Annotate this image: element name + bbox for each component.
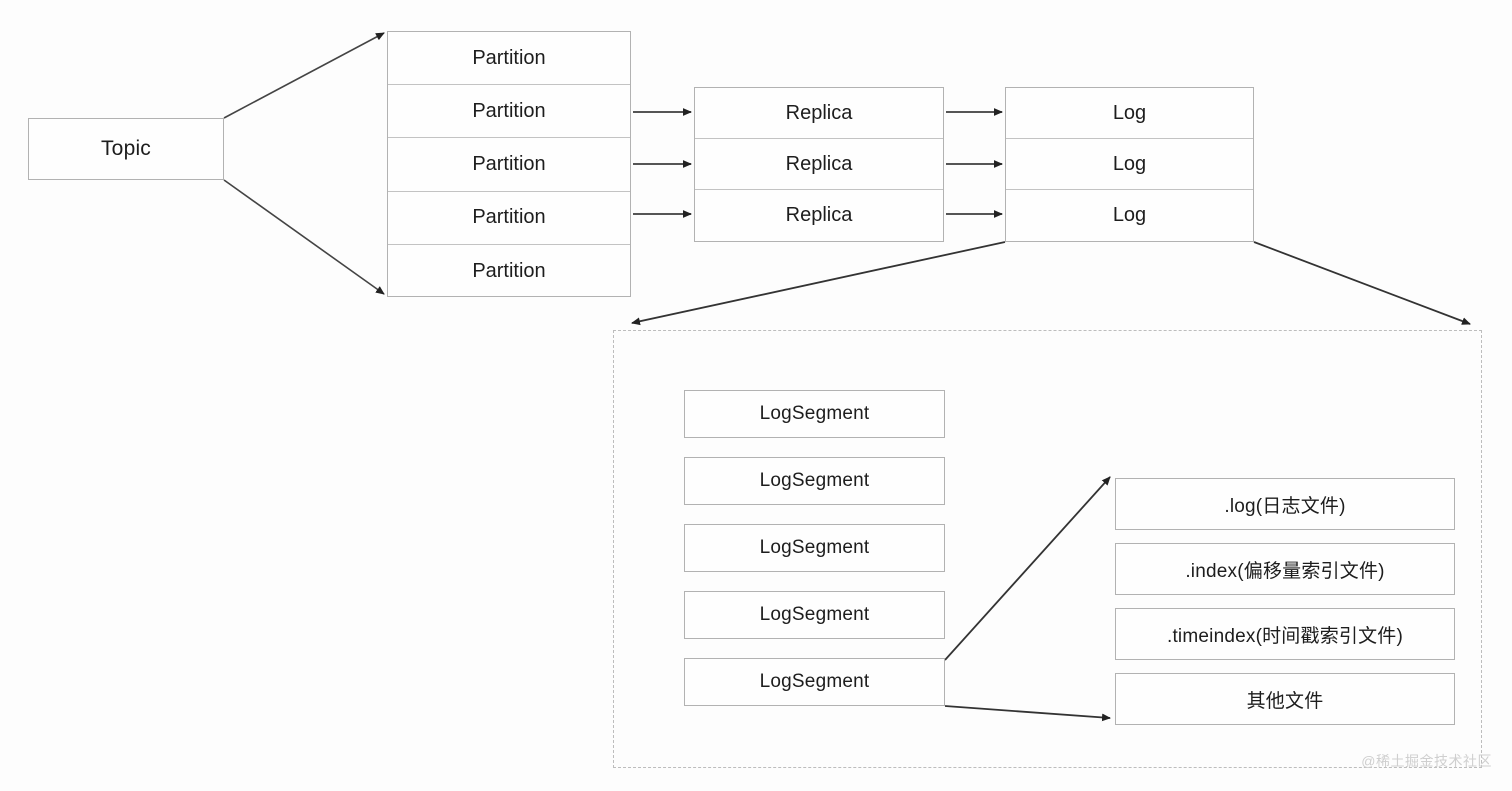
segment-file-label: .index(偏移量索引文件): [1185, 560, 1385, 582]
log-cell[interactable]: Log: [1006, 139, 1253, 190]
partition-cell[interactable]: Partition: [388, 32, 630, 86]
partition-cell[interactable]: Partition: [388, 192, 630, 245]
segment-file-label: .timeindex(时间戳索引文件): [1166, 625, 1404, 647]
log-label: Log: [1112, 101, 1147, 124]
partition-label: Partition: [472, 259, 546, 282]
log-label: Log: [1112, 204, 1147, 226]
log-segment-label: LogSegment: [759, 537, 870, 558]
log-cell[interactable]: Log: [1006, 88, 1253, 139]
partition-cell[interactable]: Partition: [388, 138, 630, 192]
partition-cell[interactable]: Partition: [388, 245, 630, 298]
log-segment-label: LogSegment: [759, 604, 870, 625]
partition-label: Partition: [472, 46, 546, 69]
replica-cell[interactable]: Replica: [695, 139, 943, 190]
partition-stack: Partition Partition Partition Partition …: [387, 31, 631, 297]
log-stack: Log Log Log: [1005, 87, 1254, 242]
replica-cell[interactable]: Replica: [695, 190, 943, 241]
log-segment-box[interactable]: LogSegment: [684, 591, 945, 639]
log-segment-label: LogSegment: [759, 671, 870, 692]
log-segment-label: LogSegment: [759, 470, 870, 491]
log-segment-box[interactable]: LogSegment: [684, 390, 945, 438]
log-segment-label: LogSegment: [759, 403, 870, 424]
line-log-to-detail-left: [631, 241, 1006, 326]
line-topic-to-partition-bottom: [223, 179, 385, 295]
watermark: @稀土掘金技术社区: [1361, 753, 1492, 769]
partition-label: Partition: [472, 99, 546, 122]
log-detail-container: [613, 330, 1482, 768]
segment-file-label: .log(日志文件): [1224, 495, 1346, 517]
line-log-to-detail-right: [1253, 241, 1471, 325]
segment-file-label: 其他文件: [1246, 690, 1324, 712]
replica-label: Replica: [785, 101, 853, 124]
replica-label: Replica: [785, 204, 853, 226]
topic-box[interactable]: Topic: [28, 118, 224, 180]
replica-label: Replica: [785, 152, 853, 175]
log-label: Log: [1112, 152, 1147, 175]
partition-cell[interactable]: Partition: [388, 85, 630, 139]
segment-file-box-log[interactable]: .log(日志文件): [1115, 478, 1455, 530]
line-topic-to-partition-top: [223, 32, 385, 119]
segment-file-box-timeindex[interactable]: .timeindex(时间戳索引文件): [1115, 608, 1455, 660]
topic-label: Topic: [100, 137, 152, 160]
replica-stack: Replica Replica Replica: [694, 87, 944, 242]
log-cell[interactable]: Log: [1006, 190, 1253, 241]
log-segment-box[interactable]: LogSegment: [684, 457, 945, 505]
partition-label: Partition: [472, 152, 546, 175]
segment-file-box-index[interactable]: .index(偏移量索引文件): [1115, 543, 1455, 595]
log-segment-box[interactable]: LogSegment: [684, 658, 945, 706]
log-segment-box[interactable]: LogSegment: [684, 524, 945, 572]
segment-file-box-other[interactable]: 其他文件: [1115, 673, 1455, 725]
replica-cell[interactable]: Replica: [695, 88, 943, 139]
partition-label: Partition: [472, 206, 546, 229]
